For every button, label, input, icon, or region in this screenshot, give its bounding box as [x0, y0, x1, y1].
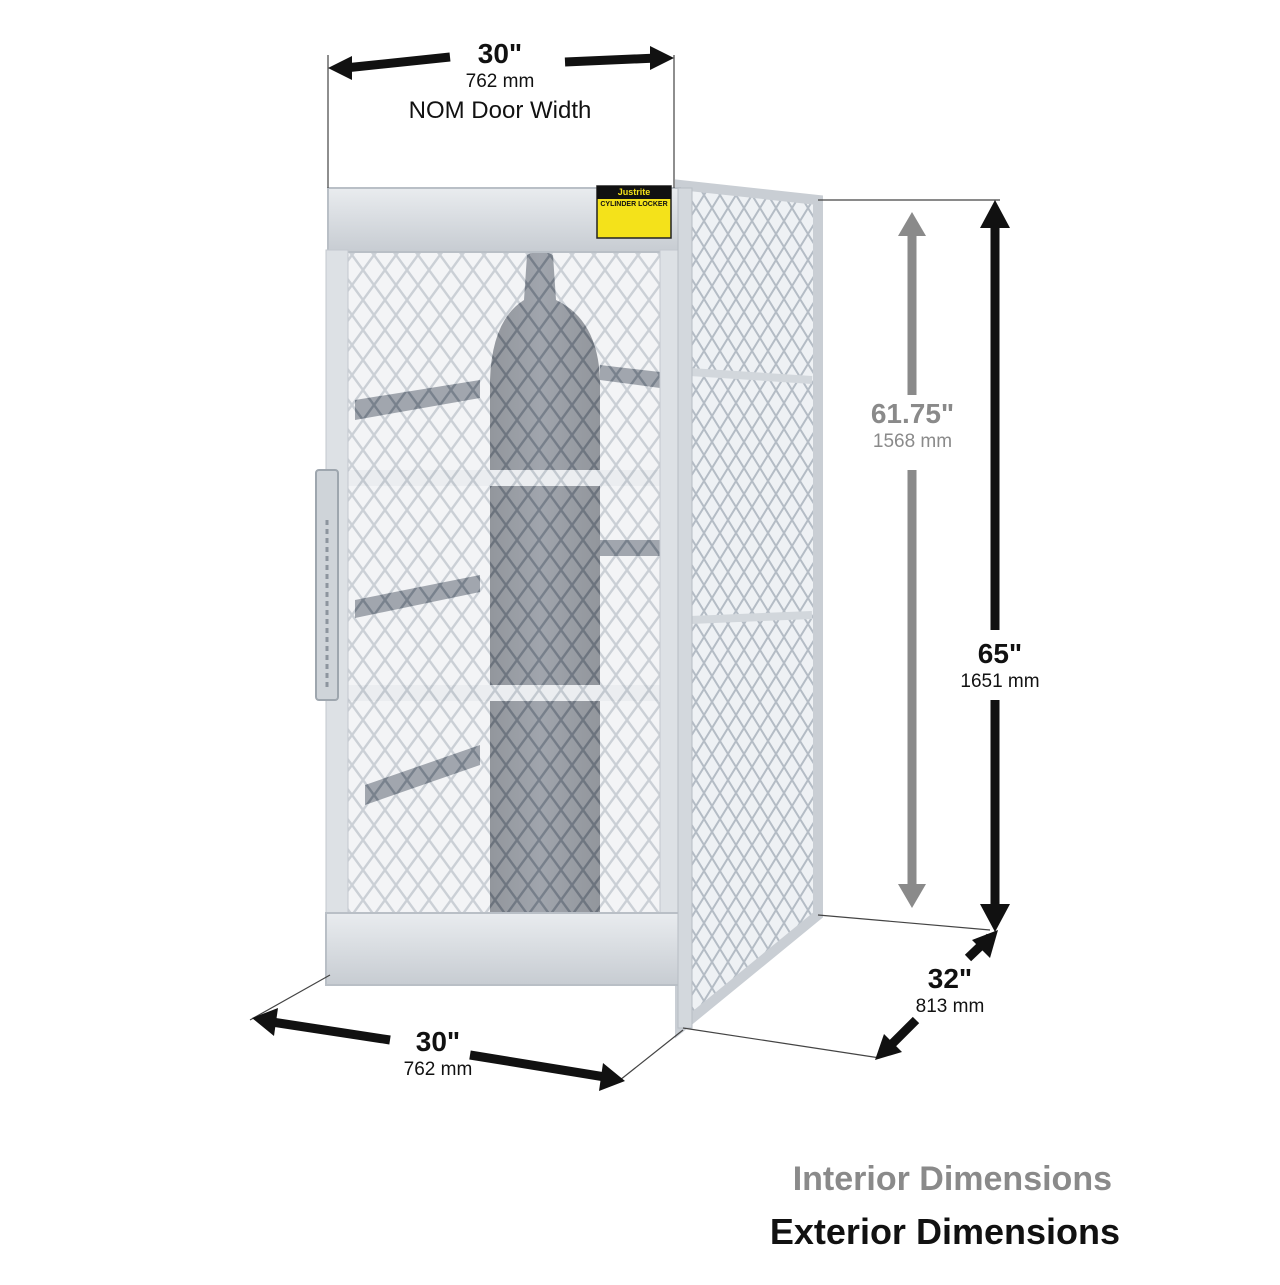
exterior-height-label: 65" 1651 mm: [935, 638, 1065, 692]
label-plate-text: Justrite CYLINDER LOCKER: [597, 187, 671, 209]
exterior-height-mm: 1651 mm: [960, 671, 1040, 692]
door-width-label: 30" 762 mm NOM Door Width: [380, 40, 620, 123]
legend-exterior: Exterior Dimensions: [769, 1211, 1120, 1252]
label-plate: [596, 185, 672, 239]
exterior-width-inches: 30": [415, 1026, 461, 1057]
exterior-width-arrow: [252, 1008, 625, 1091]
exterior-depth-arrow: [875, 930, 998, 1060]
locker-side-panel: [675, 179, 823, 1039]
door-width-mm: 762 mm: [465, 71, 535, 92]
interior-height-label: 61.75" 1568 mm: [840, 398, 985, 452]
exterior-width-label: 30" 762 mm: [378, 1026, 498, 1080]
dimension-arrow-icon: [343, 52, 451, 73]
dimension-guides: [249, 55, 1000, 1081]
legend-interior: Interior Dimensions: [792, 1160, 1112, 1198]
exterior-depth-label: 32" 813 mm: [890, 963, 1010, 1017]
door-width-inches: 30": [477, 38, 523, 69]
exterior-height-inches: 65": [977, 638, 1023, 669]
door-width-arrow: [328, 46, 674, 80]
door-width-caption: NOM Door Width: [408, 97, 592, 124]
exterior-width-mm: 762 mm: [403, 1059, 473, 1080]
dimension-arrow-icon: [564, 53, 659, 67]
exterior-depth-mm: 813 mm: [915, 996, 985, 1017]
locker-front-door: [315, 187, 693, 1029]
interior-height-mm: 1568 mm: [872, 431, 953, 452]
label-plate-product: CYLINDER LOCKER: [600, 201, 668, 208]
interior-height-inches: 61.75": [870, 398, 955, 429]
exterior-height-arrow: [980, 200, 1010, 932]
label-plate-brand: Justrite: [617, 187, 651, 197]
interior-height-arrow: [898, 212, 926, 908]
exterior-depth-inches: 32": [927, 963, 973, 994]
